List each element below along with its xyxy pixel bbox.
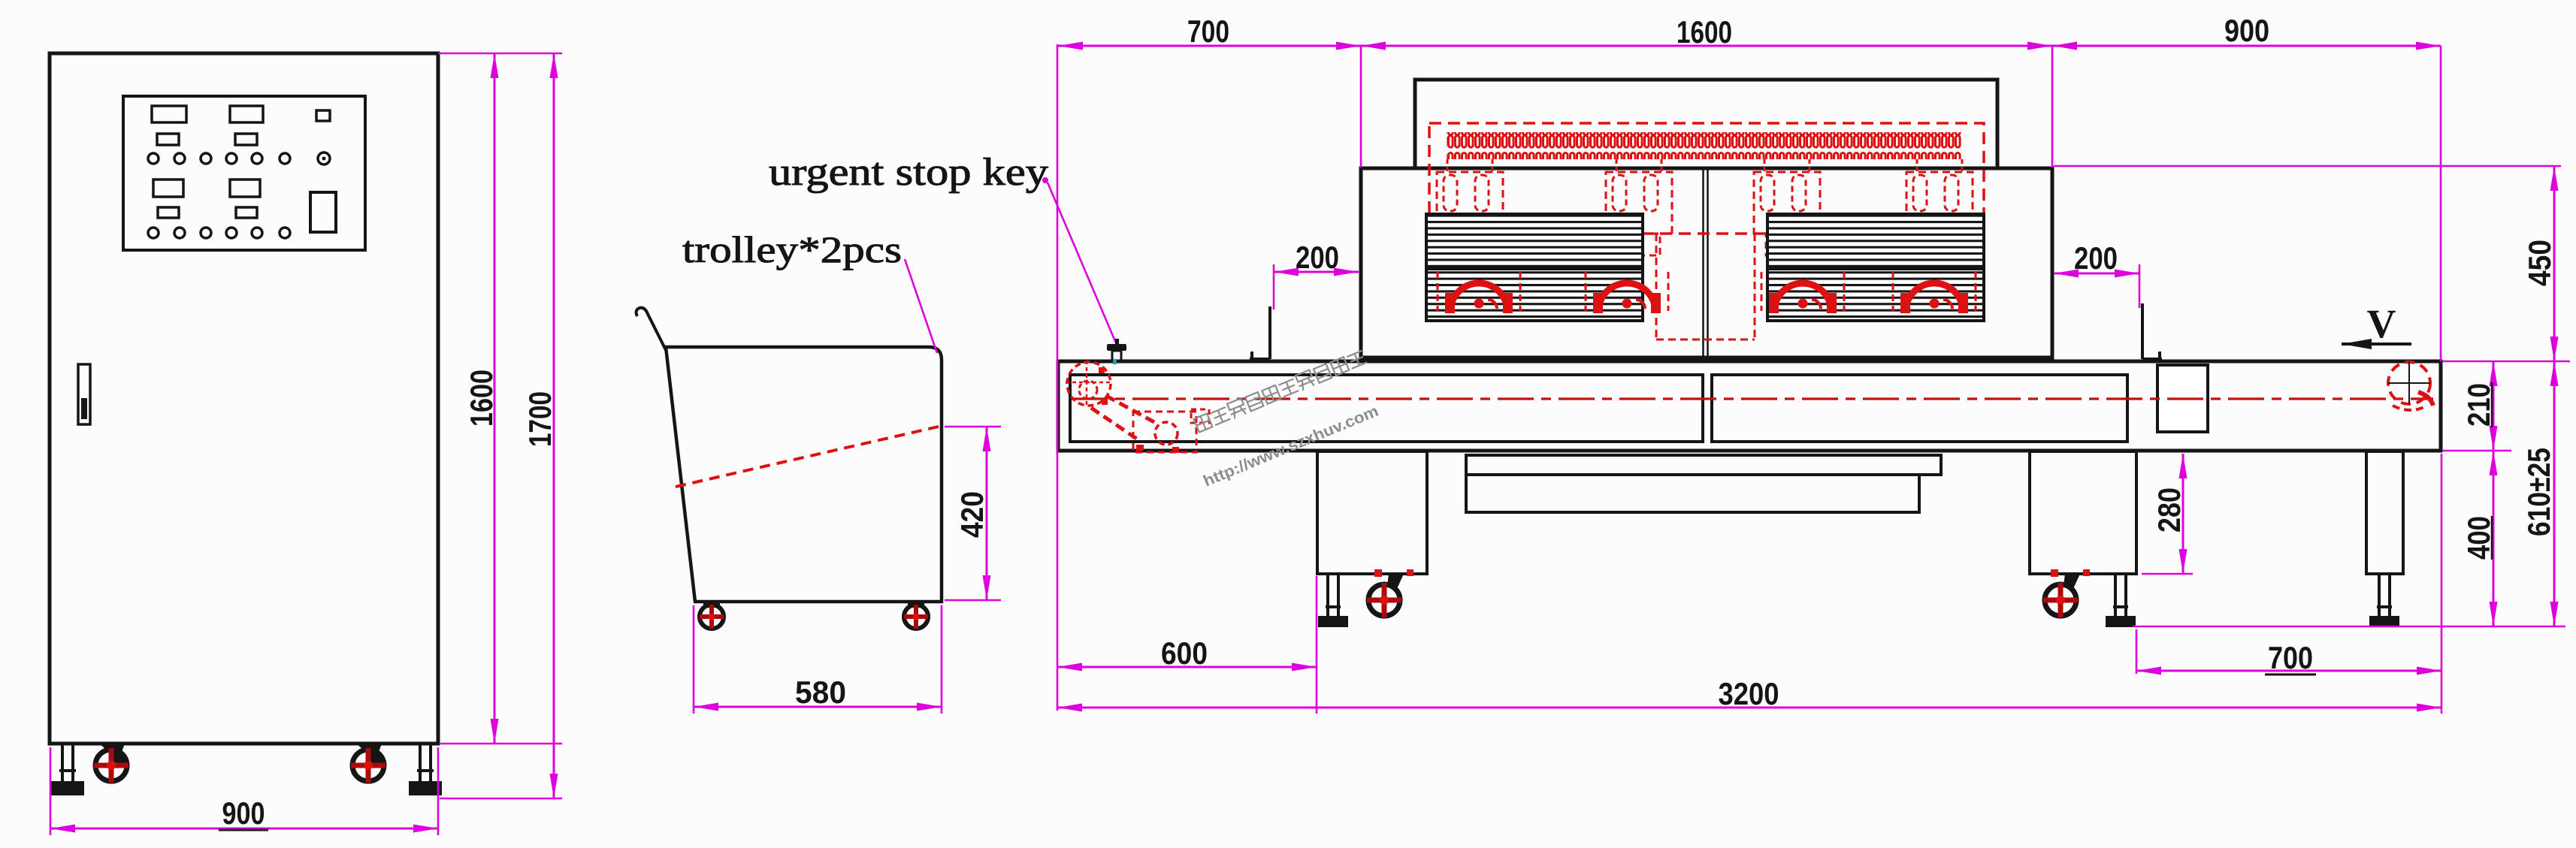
svg-text:610±25: 610±25 (2521, 448, 2556, 536)
svg-text:700: 700 (1187, 14, 1229, 49)
svg-text:700: 700 (2268, 640, 2313, 675)
svg-text:280: 280 (2151, 487, 2187, 533)
svg-text:200: 200 (2074, 240, 2118, 276)
svg-text:1700: 1700 (522, 391, 558, 447)
svg-text:3200: 3200 (1719, 676, 1779, 711)
svg-text:trolley*2pcs: trolley*2pcs (682, 228, 902, 270)
svg-text:210: 210 (2461, 383, 2496, 427)
svg-text:900: 900 (2224, 13, 2269, 48)
svg-text:450: 450 (2522, 240, 2557, 286)
svg-text:200: 200 (1296, 240, 1339, 275)
svg-text:420: 420 (954, 491, 990, 538)
svg-text:1600: 1600 (464, 370, 499, 427)
svg-text:400: 400 (2461, 516, 2496, 560)
svg-text:1600: 1600 (1677, 14, 1732, 50)
svg-text:580: 580 (795, 674, 846, 710)
svg-text:600: 600 (1161, 635, 1208, 671)
svg-text:900: 900 (222, 795, 265, 831)
svg-text:urgent stop key: urgent stop key (769, 151, 1048, 194)
